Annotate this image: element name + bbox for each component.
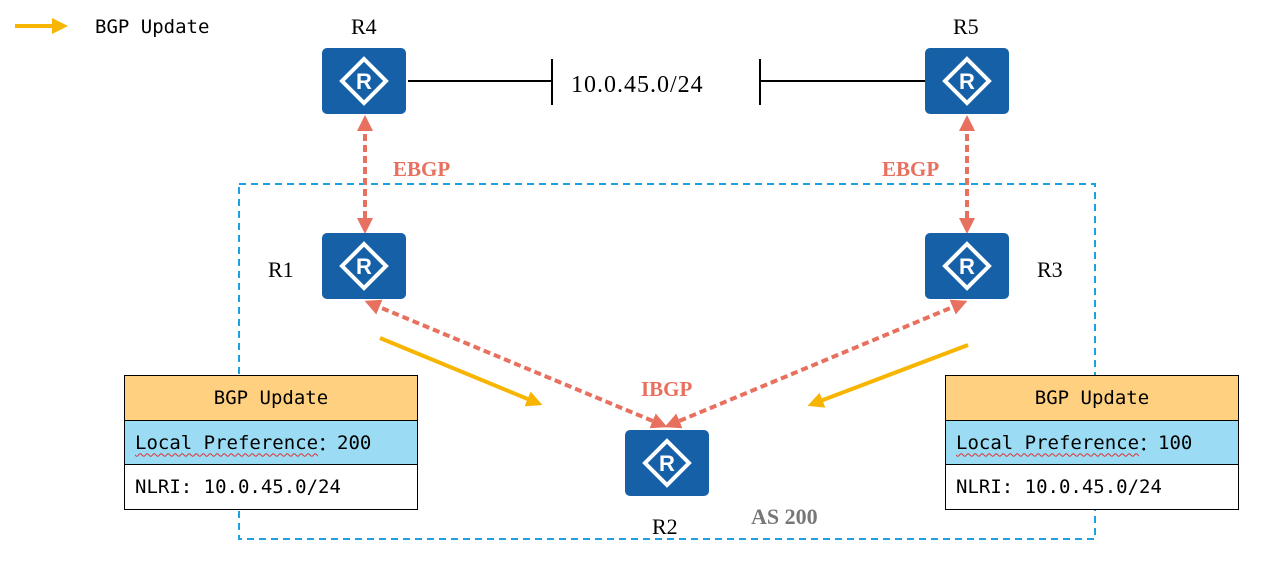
local-preference-value: 200 — [337, 431, 372, 454]
r4-label: R4 — [351, 14, 377, 39]
network-label: 10.0.45.0/24 — [571, 72, 704, 98]
router-r5[interactable]: R — [925, 48, 1009, 114]
update-arrow-right — [807, 343, 969, 408]
svg-text:R: R — [356, 69, 372, 94]
router-icon: R — [339, 241, 389, 291]
router-icon: R — [642, 438, 692, 488]
router-r4[interactable]: R — [322, 48, 406, 114]
svg-text:R: R — [659, 451, 675, 476]
update-title: BGP Update — [125, 376, 417, 421]
nlri-row: NLRI: 10.0.45.0/24 — [956, 476, 1162, 498]
update-title: BGP Update — [946, 376, 1238, 421]
router-r1[interactable]: R — [322, 233, 406, 299]
local-preference-sep: ： — [1139, 433, 1159, 455]
local-preference-sep: ： — [318, 433, 338, 455]
router-icon: R — [339, 56, 389, 106]
as-boundary — [238, 183, 1096, 540]
router-icon: R — [942, 56, 992, 106]
r3-label: R3 — [1037, 257, 1063, 282]
local-preference-row: Local Preference：200 — [125, 421, 417, 465]
r5-label: R5 — [953, 14, 979, 39]
update-box-left: BGP Update Local Preference：200 NLRI: 10… — [124, 375, 418, 510]
router-r2[interactable]: R — [625, 430, 709, 496]
nlri-row: NLRI: 10.0.45.0/24 — [135, 476, 341, 498]
router-r3[interactable]: R — [925, 233, 1009, 299]
ibgp-label: IBGP — [641, 377, 693, 401]
router-icon: R — [942, 241, 992, 291]
ibgp-left-session — [364, 299, 668, 429]
svg-text:R: R — [959, 69, 975, 94]
r2-label: R2 — [652, 514, 678, 539]
update-box-right: BGP Update Local Preference：100 NLRI: 10… — [945, 375, 1239, 510]
r1-label: R1 — [268, 257, 294, 282]
svg-text:R: R — [356, 254, 372, 279]
svg-text:R: R — [959, 254, 975, 279]
local-preference-row: Local Preference：100 — [946, 421, 1238, 465]
ebgp-left-label: EBGP — [393, 157, 451, 181]
ibgp-right-session — [664, 299, 968, 429]
local-preference-label: Local Preference — [956, 431, 1140, 454]
update-arrow-left — [379, 336, 543, 407]
ebgp-right-label: EBGP — [882, 157, 940, 181]
local-preference-value: 100 — [1158, 431, 1193, 454]
local-preference-label: Local Preference — [135, 431, 319, 454]
legend-label: BGP Update — [95, 16, 210, 38]
as-label: AS 200 — [751, 504, 818, 529]
